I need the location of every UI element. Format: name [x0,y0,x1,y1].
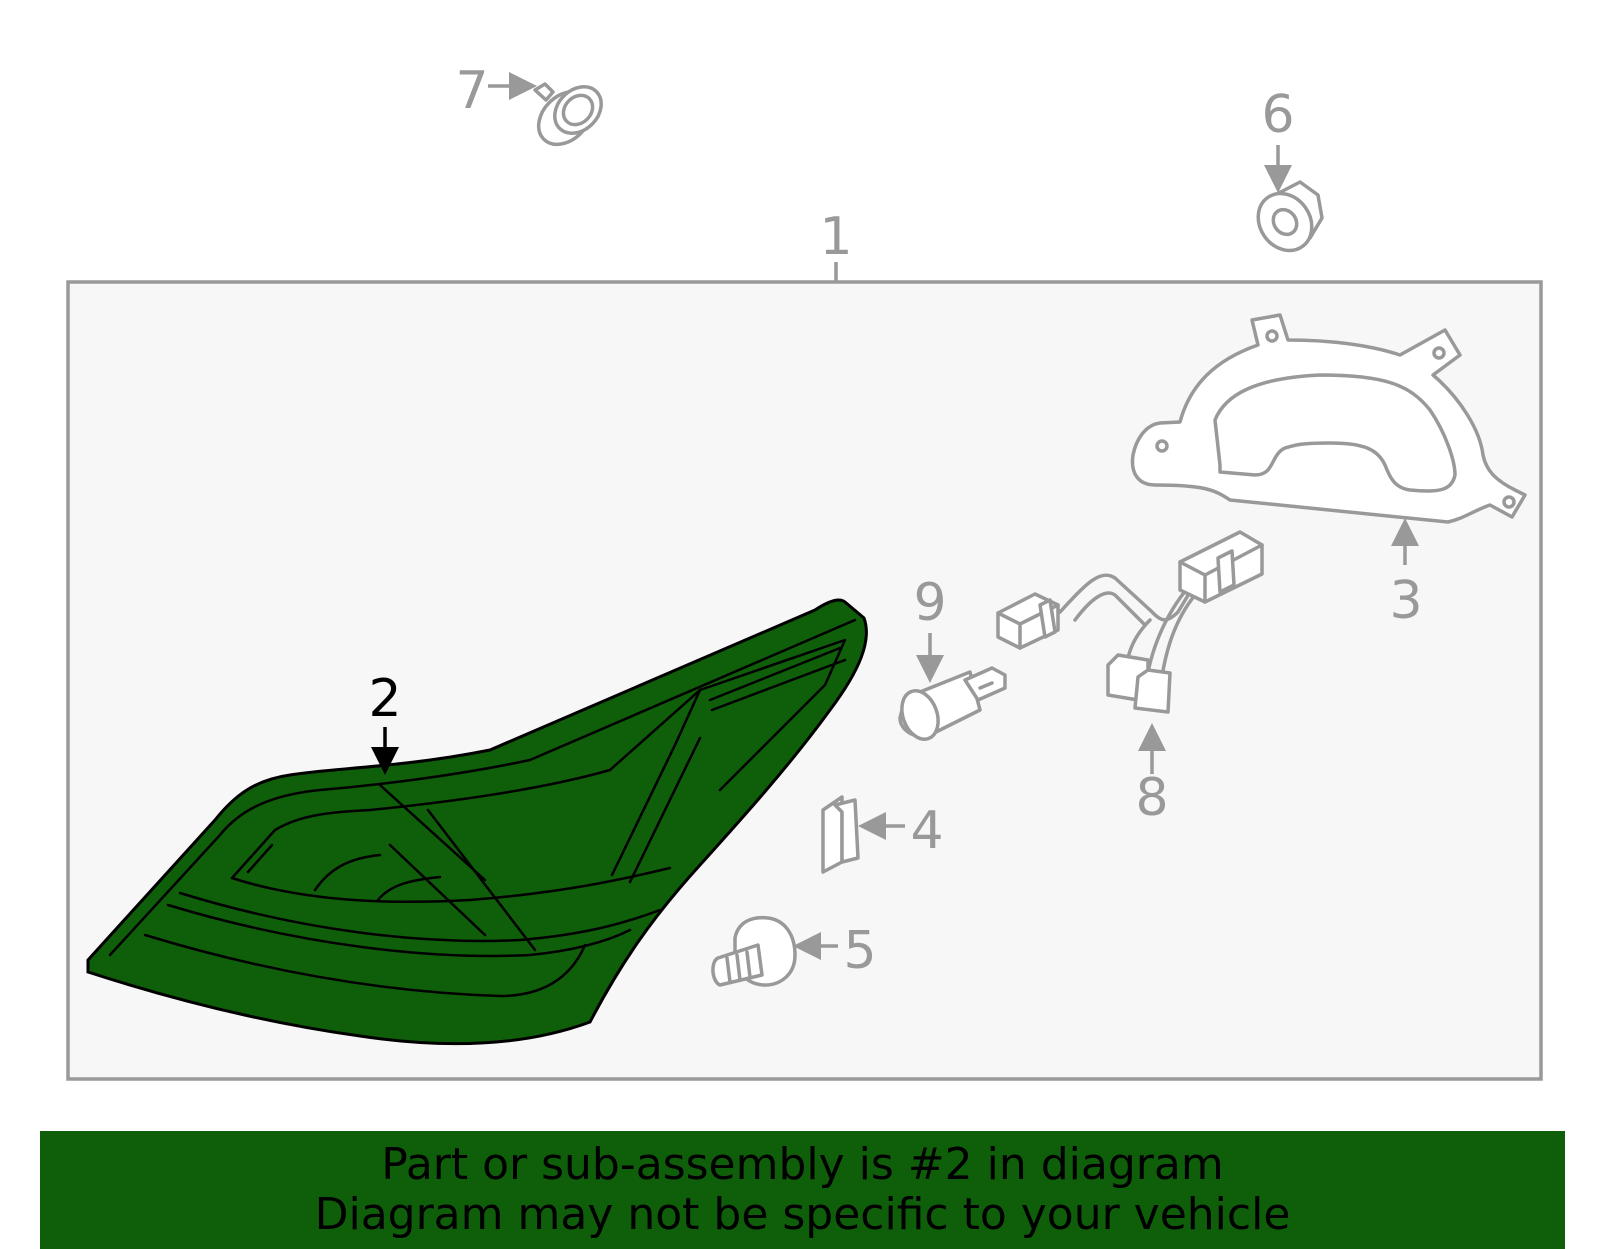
callout-5: 5 [843,921,876,981]
callout-3: 3 [1389,571,1422,631]
part-3-gasket[interactable] [1130,313,1527,524]
part-9-bulb[interactable] [895,666,1007,744]
part-2-tail-lamp[interactable] [86,598,868,1046]
callout-2: 2 [368,669,401,729]
callout-1: 1 [819,207,852,267]
info-banner: Part or sub-assembly is #2 in diagram Di… [40,1131,1565,1249]
part-8-harness[interactable] [996,530,1264,714]
callout-6: 6 [1261,85,1294,145]
callout-4: 4 [910,801,943,861]
part-7-grommet[interactable] [528,77,610,154]
part-5-screw[interactable] [711,915,797,987]
callout-9: 9 [913,573,946,633]
callout-7: 7 [455,61,488,121]
banner-line-part: Part or sub-assembly is #2 in diagram [381,1139,1224,1190]
part-6-nut[interactable] [1247,180,1324,261]
callout-8: 8 [1135,768,1168,828]
part-4-clip[interactable] [821,795,860,874]
banner-line-disclaimer: Diagram may not be specific to your vehi… [314,1189,1291,1240]
